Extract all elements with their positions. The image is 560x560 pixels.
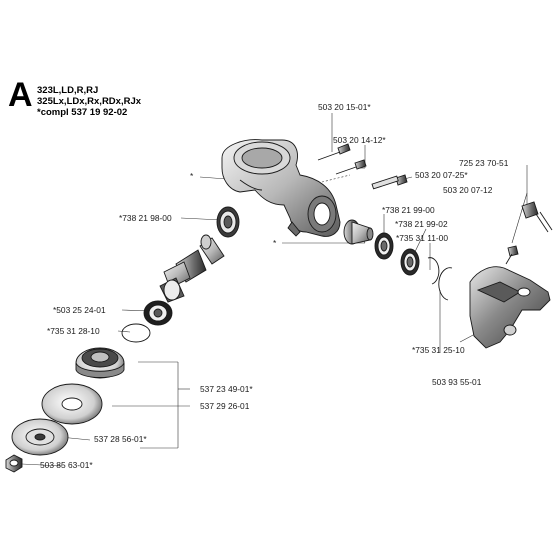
label-537-23-49-01: 537 23 49-01* [200, 384, 253, 394]
callout-labels: 503 20 15-01* 503 20 14-12* 503 20 07-25… [40, 102, 509, 470]
label-537-29-26-01: 537 29 26-01 [200, 401, 250, 411]
label-735-31-28-10: *735 31 28-10 [47, 326, 100, 336]
guard-screws [505, 201, 553, 265]
model-line-3: *compl 537 19 92-02 [37, 107, 128, 118]
nut [5, 454, 23, 473]
label-537-28-56-01: 537 28 56-01* [94, 434, 147, 444]
label-503-20-07-25: 503 20 07-25* [415, 170, 468, 180]
bearing-upper [216, 206, 240, 238]
bearing-lower [143, 300, 173, 326]
model-line-1: 323L,LD,R,RJ [37, 85, 99, 96]
bearings-right [374, 232, 420, 276]
gear-housing [221, 139, 341, 237]
label-503-20-15-01: 503 20 15-01* [318, 102, 371, 112]
label-735-31-11-00: *735 31 11-00 [396, 233, 448, 243]
screws-top [317, 143, 408, 190]
label-star-housing: * [190, 171, 194, 181]
guard-bracket [469, 266, 551, 349]
label-503-93-55-01: 503 93 55-01 [432, 377, 482, 387]
snap-ring-lower [121, 323, 151, 343]
drive-disc [75, 347, 125, 379]
label-503-25-24-01: *503 25 24-01 [53, 305, 106, 315]
label-725-23-70-51: 725 23 70-51 [459, 158, 509, 168]
label-738-21-99-00: *738 21 99-00 [382, 205, 435, 215]
section-letter: A [8, 76, 33, 114]
thrust-washer [11, 418, 69, 456]
label-738-21-98-00: *738 21 98-00 [119, 213, 172, 223]
label-738-21-99-02: *738 21 99-02 [395, 219, 448, 229]
label-735-31-25-10: *735 31 25-10 [412, 345, 465, 355]
label-503-20-14-12: 503 20 14-12* [333, 135, 386, 145]
bevel-gear [343, 219, 374, 245]
label-star-shaft: * [273, 238, 277, 248]
pinion-shaft [159, 234, 225, 303]
cup-washer [41, 383, 103, 425]
label-503-85-63-01: 503 85 63-01* [40, 460, 93, 470]
model-line-2: 325Lx,LDx,Rx,RDx,RJx [37, 96, 142, 107]
label-503-20-07-12: 503 20 07-12 [443, 185, 493, 195]
circlips [427, 257, 453, 301]
